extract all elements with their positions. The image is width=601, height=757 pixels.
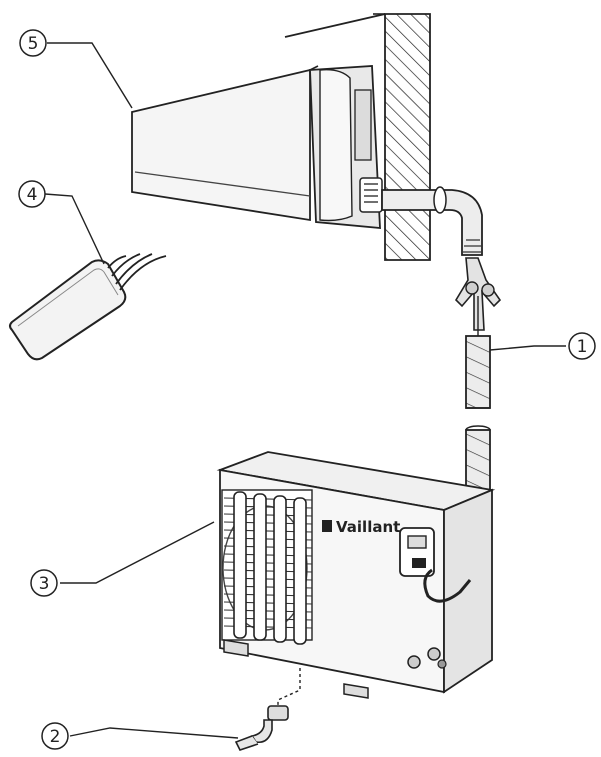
- callout-4-number: 4: [27, 185, 38, 205]
- callout-1-number: 1: [577, 337, 588, 357]
- drain-elbow: [234, 705, 289, 751]
- callout-5: 5: [19, 29, 47, 57]
- outdoor-unit-feet: [223, 639, 369, 699]
- callout-1: 1: [568, 332, 596, 360]
- callout-2-number: 2: [50, 727, 61, 747]
- brand-name: Vaillant: [336, 518, 400, 536]
- wall-pipe: [381, 186, 483, 256]
- outdoor-unit: Vaillant: [216, 451, 496, 712]
- callout-3: 3: [30, 569, 58, 597]
- leader-lines: [44, 42, 566, 739]
- remote-control: [9, 253, 167, 361]
- service-panel: [399, 527, 435, 577]
- callout-5-number: 5: [28, 34, 39, 54]
- brand-logo: Vaillant: [322, 518, 400, 536]
- indoor-unit: [131, 65, 383, 229]
- refrigerant-line-upper: [465, 335, 491, 409]
- callout-4: 4: [18, 180, 46, 208]
- callout-3-number: 3: [39, 574, 50, 594]
- callout-2: 2: [41, 722, 69, 750]
- signal-waves-icon: [107, 253, 167, 291]
- fan-grille: [221, 489, 313, 645]
- service-valves: [407, 647, 447, 669]
- vent-grille-icon: [359, 177, 383, 213]
- pipe-connectors: [454, 257, 502, 336]
